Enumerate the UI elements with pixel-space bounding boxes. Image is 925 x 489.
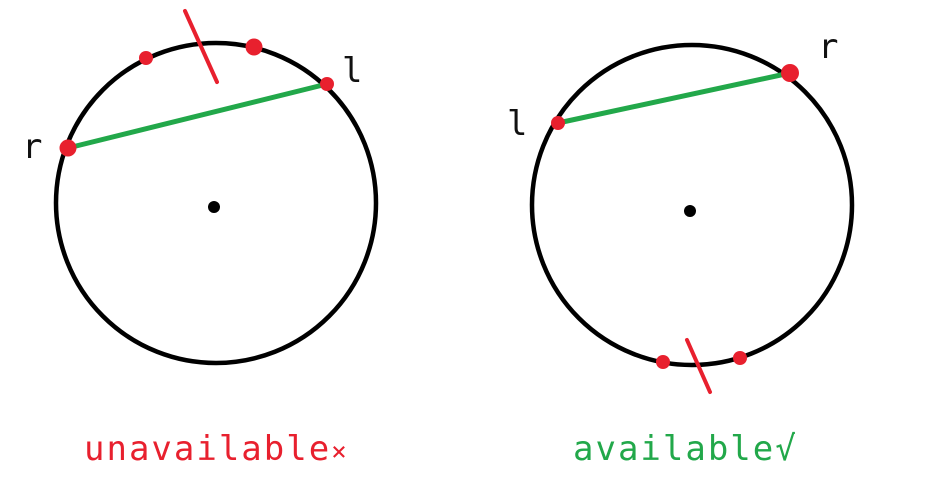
- left-center-dot: [208, 201, 220, 213]
- right-point-r: [781, 64, 799, 82]
- right-center-dot: [684, 205, 696, 217]
- right-panel: r l available√: [507, 27, 855, 469]
- left-point-a: [139, 51, 153, 65]
- right-label-r: r: [818, 27, 838, 67]
- left-label-l: l: [342, 51, 362, 91]
- right-point-l: [551, 116, 565, 130]
- right-point-b: [733, 351, 747, 365]
- right-label-l: l: [507, 104, 527, 144]
- check-mark-icon: √: [775, 429, 797, 469]
- cross-mark-icon: ×: [331, 437, 349, 467]
- left-chord: [65, 81, 330, 151]
- left-point-r: [59, 139, 77, 157]
- left-circle: [53, 40, 379, 366]
- left-point-l: [320, 77, 334, 91]
- left-point-b: [245, 38, 263, 56]
- left-caption: unavailable×: [84, 429, 349, 469]
- right-point-a: [656, 355, 670, 369]
- left-cut-mark: [183, 9, 219, 84]
- right-caption: available√: [573, 429, 798, 469]
- right-caption-text: available: [573, 429, 775, 469]
- left-label-r: r: [22, 127, 42, 167]
- left-caption-text: unavailable: [84, 429, 331, 469]
- right-chord: [555, 70, 793, 126]
- right-cut-mark: [685, 338, 712, 394]
- left-panel: r l unavailable×: [22, 9, 379, 469]
- right-circle: [529, 42, 855, 368]
